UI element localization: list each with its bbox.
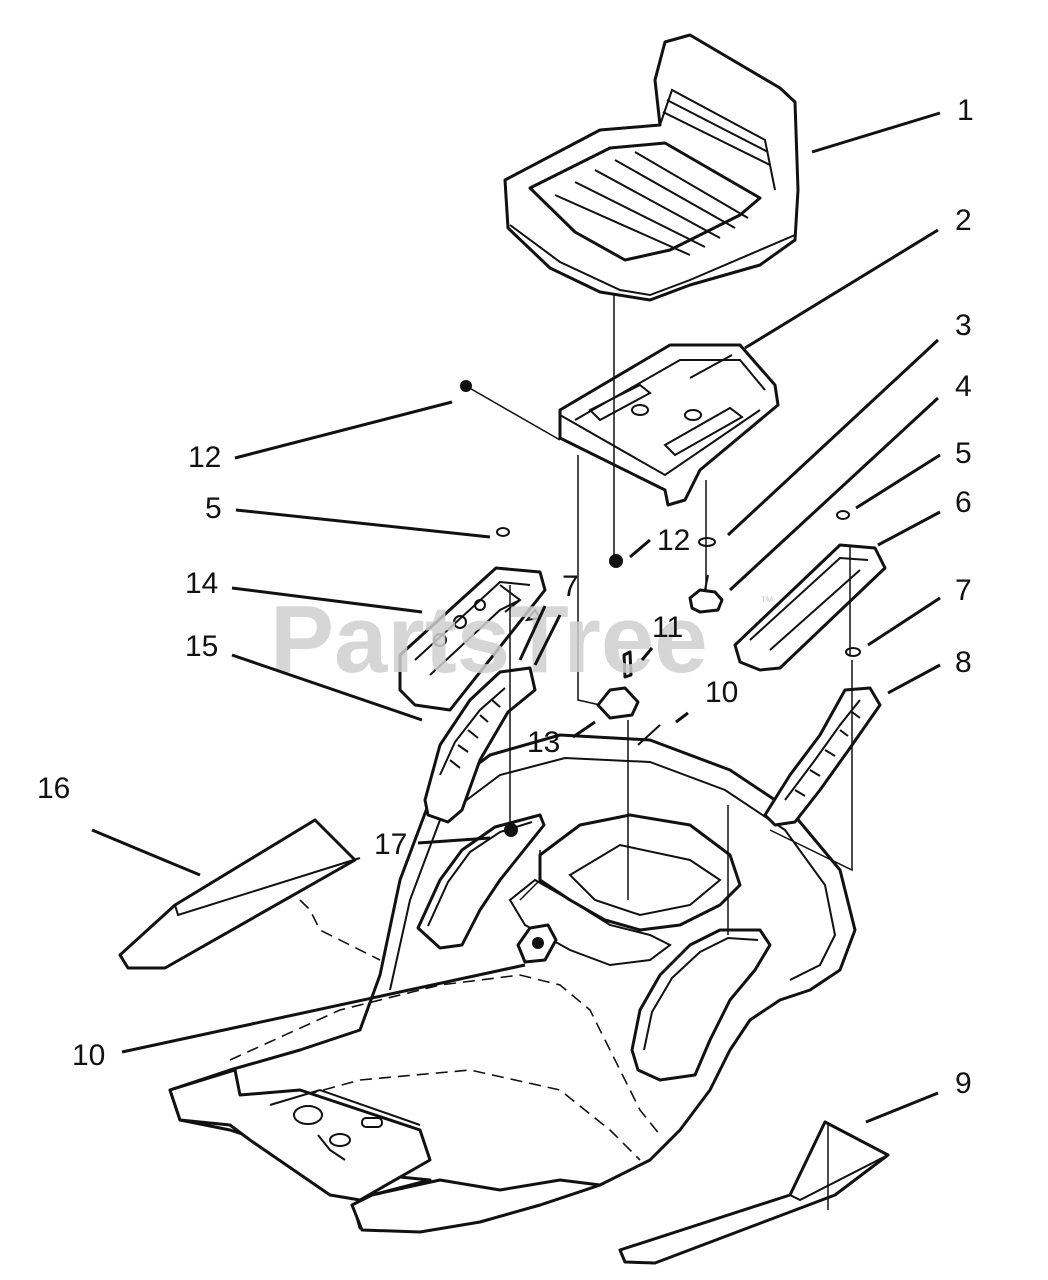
callout-5b: 5	[955, 437, 972, 470]
callout-7b: 7	[955, 574, 972, 607]
running-board-left	[118, 818, 361, 970]
callout-17: 17	[374, 828, 407, 861]
callout-2: 2	[955, 204, 972, 237]
callout-6: 6	[955, 486, 972, 519]
seat	[503, 33, 800, 302]
callout-8: 8	[955, 646, 972, 679]
callout-12a: 12	[188, 441, 221, 474]
callout-5a: 5	[205, 492, 222, 525]
callout-10b: 10	[72, 1039, 105, 1072]
callout-10a: 10	[705, 676, 738, 709]
callout-leaders	[91, 111, 941, 1124]
callout-7a: 7	[562, 570, 579, 603]
pedal-left	[423, 666, 537, 824]
callout-11: 11	[652, 611, 683, 644]
pedal-pad-left	[398, 566, 547, 712]
assembly-guides	[465, 295, 853, 1210]
running-board-right	[618, 1120, 890, 1265]
hardware	[460, 380, 861, 964]
watermark-text: PartsTree	[270, 586, 708, 693]
pedal-right	[763, 686, 882, 827]
callout-9: 9	[955, 1067, 972, 1100]
callout-15: 15	[185, 630, 218, 663]
callout-labels: 1 2 3 4 5 5 6 7 7 8 9 10 10 11 12 12 13 …	[37, 94, 974, 1100]
callout-4: 4	[955, 370, 972, 403]
callout-3: 3	[955, 309, 972, 342]
callout-1: 1	[957, 94, 974, 127]
watermark-trademark: ™	[760, 593, 774, 609]
callout-14: 14	[185, 567, 218, 600]
callout-16: 16	[37, 772, 70, 805]
fender-deck	[168, 733, 857, 1234]
seat-bracket	[558, 343, 780, 507]
pedal-pad-right	[733, 543, 887, 672]
callout-12b: 12	[657, 524, 690, 557]
callout-13: 13	[527, 726, 560, 759]
